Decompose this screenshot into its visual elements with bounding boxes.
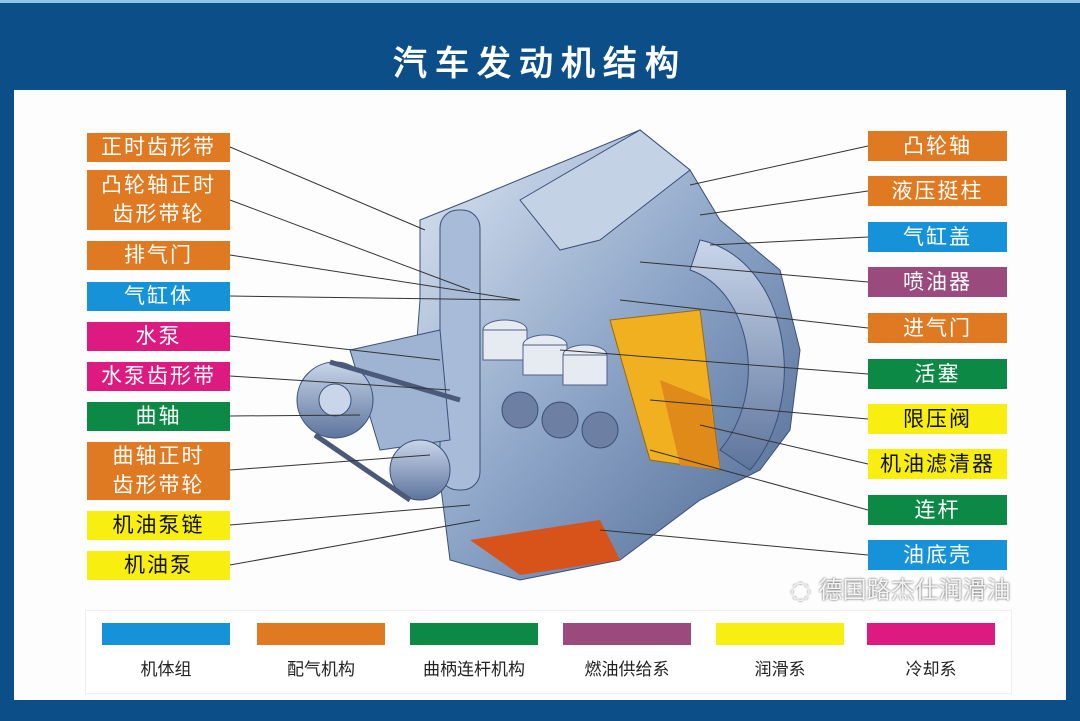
label-connecting-rod: 连杆 <box>868 495 1007 525</box>
label-oil-filter: 机油滤清器 <box>868 449 1007 479</box>
label-oil-pump-chain: 机油泵链 <box>87 511 230 540</box>
legend-swatch <box>716 623 844 645</box>
leader-line <box>229 375 451 391</box>
leader-line <box>709 236 869 246</box>
label-hydraulic-tappet: 液压挺柱 <box>868 176 1007 206</box>
label-camshaft-timing-pulley: 凸轮轴正时 齿形带轮 <box>87 170 230 230</box>
legend-item: 配气机构 <box>256 623 386 680</box>
wechat-icon: ◌ <box>790 576 819 604</box>
legend-swatch <box>410 623 538 645</box>
legend-item: 冷却系 <box>866 623 996 680</box>
legend-item: 燃油供给系 <box>562 623 692 680</box>
legend-swatch <box>102 623 230 645</box>
leader-line <box>229 295 521 301</box>
legend-item: 润滑系 <box>715 623 845 680</box>
label-water-pump: 水泵 <box>87 322 230 351</box>
leader-line <box>619 299 869 329</box>
leader-line <box>229 454 431 471</box>
label-pressure-relief-valve: 限压阀 <box>868 404 1007 434</box>
legend: 机体组 配气机构 曲柄连杆机构 燃油供给系 润滑系 冷却系 <box>85 610 1012 694</box>
leader-line <box>649 449 869 511</box>
leader-line <box>649 399 869 420</box>
legend-swatch <box>867 623 995 645</box>
legend-swatch <box>257 623 385 645</box>
label-water-pump-belt: 水泵齿形带 <box>87 362 230 391</box>
leader-line <box>699 424 869 465</box>
leader-line <box>229 199 471 291</box>
leader-line <box>229 504 471 526</box>
leader-line <box>639 261 869 283</box>
legend-label: 冷却系 <box>905 660 957 680</box>
label-crank-timing-pulley: 曲轴正时 齿形带轮 <box>87 442 230 500</box>
label-timing-belt: 正时齿形带 <box>87 133 230 162</box>
label-crankshaft: 曲轴 <box>87 402 230 431</box>
leader-line <box>689 145 869 186</box>
label-cylinder-head: 气缸盖 <box>868 222 1007 252</box>
legend-label: 配气机构 <box>287 660 355 680</box>
leader-line <box>229 146 426 231</box>
leader-line <box>599 529 869 556</box>
page-title: 汽车发动机结构 <box>393 44 687 84</box>
legend-label: 润滑系 <box>754 660 806 680</box>
legend-item: 曲柄连杆机构 <box>409 623 539 680</box>
leader-line <box>229 519 481 566</box>
leader-line <box>559 349 869 375</box>
label-intake-valve: 进气门 <box>868 313 1007 343</box>
watermark: ◌ 德国路杰仕润滑油 <box>790 576 1011 604</box>
legend-label: 机体组 <box>140 660 192 680</box>
leader-line <box>229 254 521 301</box>
label-cylinder-block: 气缸体 <box>87 282 230 311</box>
legend-swatch <box>563 623 691 645</box>
label-piston: 活塞 <box>868 359 1007 389</box>
label-oil-pump: 机油泵 <box>87 551 230 580</box>
legend-label: 燃油供给系 <box>584 660 670 680</box>
legend-item: 机体组 <box>101 623 231 680</box>
engine-body <box>296 129 801 581</box>
watermark-text: 德国路杰仕润滑油 <box>818 576 1011 604</box>
leader-line <box>699 190 869 216</box>
legend-label: 曲柄连杆机构 <box>423 660 525 680</box>
label-injector: 喷油器 <box>868 267 1007 297</box>
leader-line <box>229 414 361 417</box>
label-camshaft: 凸轮轴 <box>868 131 1007 161</box>
label-exhaust-valve: 排气门 <box>87 241 230 270</box>
leader-line <box>229 335 441 361</box>
label-oil-pan: 油底壳 <box>868 540 1007 570</box>
